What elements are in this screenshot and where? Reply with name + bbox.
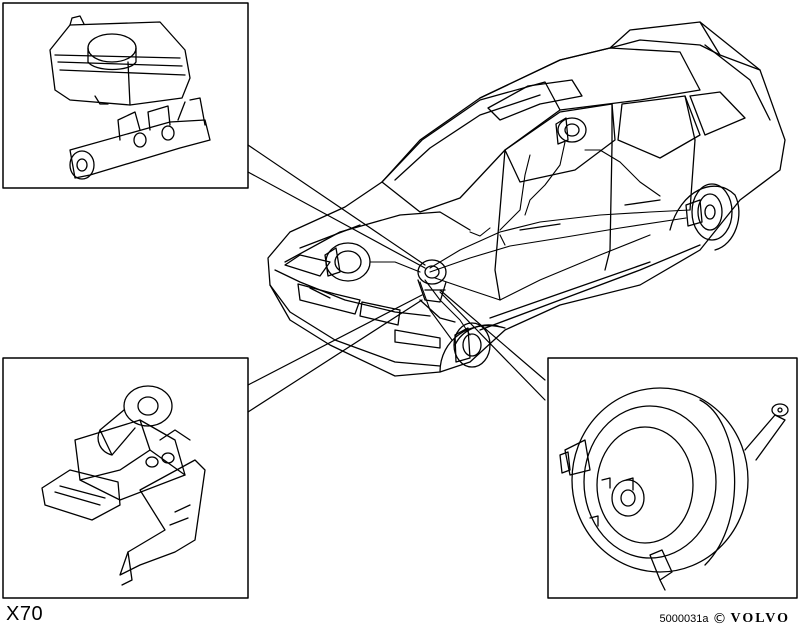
inset-brake-booster-frame [547,357,798,599]
leader-lines [247,144,546,413]
copyright-symbol: © [712,611,727,627]
figure-code: 5000031a [659,613,709,625]
abs-modulator-illustration [41,385,206,586]
figure-footer: 5000031a © VOLVO [660,611,790,627]
car-illustration [267,21,786,377]
volvo-logo: VOLVO [730,611,790,626]
brake-lines [369,141,691,341]
master-cylinder-illustration [49,15,211,180]
brake-booster-illustration [559,387,789,591]
inset-master-cylinder-frame [2,2,249,189]
model-label: X70 [6,603,44,625]
inset-abs-unit-frame [2,357,249,599]
